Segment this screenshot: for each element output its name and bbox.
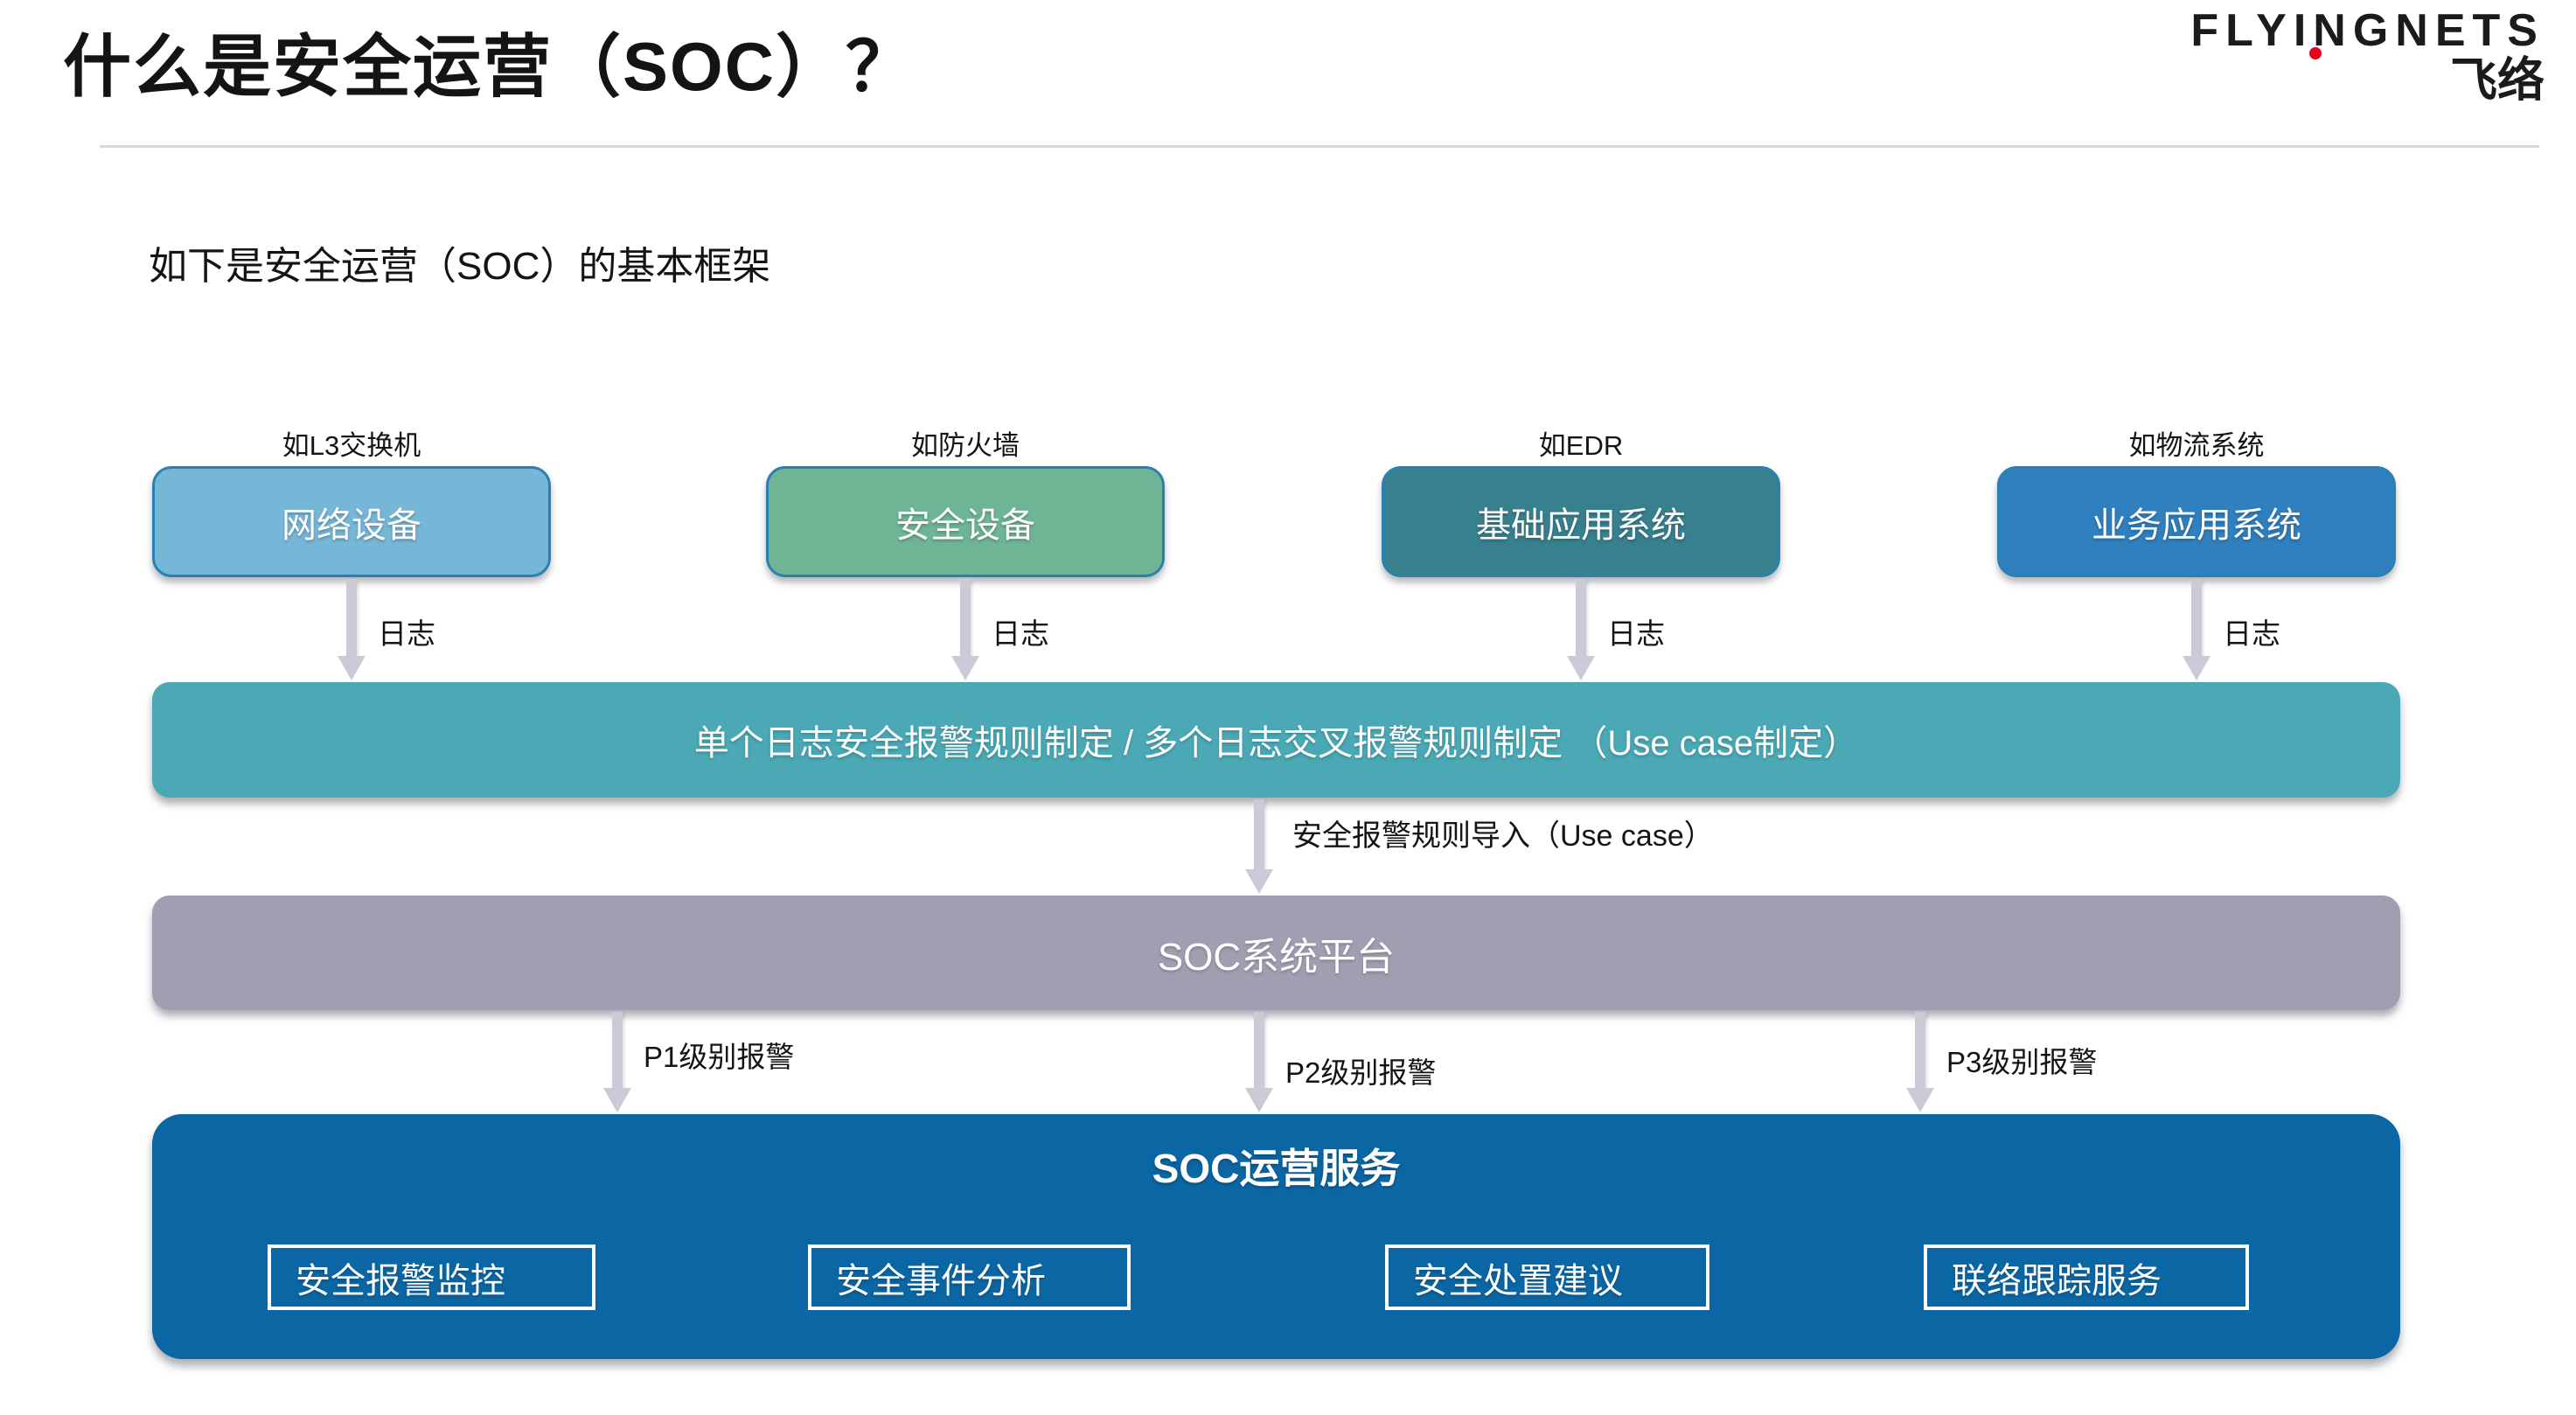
source-caption-network: 如L3交换机 bbox=[282, 430, 421, 461]
service-box-incident-analysis: 安全事件分析 bbox=[808, 1244, 1131, 1310]
logo-wordmark: FLYINGNETS bbox=[2190, 5, 2545, 56]
source-caption-business: 如物流系统 bbox=[2128, 430, 2265, 461]
logo-cjk: 飞络 bbox=[2450, 53, 2545, 107]
logo-red-dot-icon bbox=[2309, 47, 2322, 59]
page-title: 什么是安全运营（SOC）？ bbox=[63, 28, 916, 105]
log-arrow-label: 日志 bbox=[992, 617, 1049, 650]
alert-arrow-label-p1: P1级别报警 bbox=[644, 1041, 795, 1073]
source-box-business: 业务应用系统 bbox=[1997, 466, 2396, 577]
log-arrow-label: 日志 bbox=[1607, 617, 1665, 650]
service-box-alert-monitoring: 安全报警监控 bbox=[268, 1244, 595, 1310]
soc-services-title: SOC运营服务 bbox=[1152, 1146, 1401, 1191]
source-box-security: 安全设备 bbox=[766, 466, 1165, 577]
source-caption-basic: 如EDR bbox=[1538, 430, 1624, 461]
slide-subtitle: 如下是安全运营（SOC）的基本框架 bbox=[149, 245, 771, 288]
down-arrow-icon bbox=[1245, 799, 1273, 894]
down-arrow-icon bbox=[603, 1012, 631, 1112]
import-arrow-label: 安全报警规则导入（Use case） bbox=[1292, 819, 1714, 853]
title-divider bbox=[100, 145, 2539, 148]
alert-arrow-label-p3: P3级别报警 bbox=[1946, 1046, 2098, 1078]
service-box-handling-advice: 安全处置建议 bbox=[1385, 1244, 1709, 1310]
down-arrow-icon bbox=[1567, 579, 1595, 680]
rules-bar: 单个日志安全报警规则制定 / 多个日志交叉报警规则制定 （Use case制定） bbox=[152, 682, 2400, 798]
log-arrow-label: 日志 bbox=[378, 617, 435, 650]
down-arrow-icon bbox=[951, 579, 979, 680]
source-caption-security: 如防火墙 bbox=[911, 430, 1020, 461]
down-arrow-icon bbox=[338, 579, 366, 680]
down-arrow-icon bbox=[1906, 1012, 1934, 1112]
service-box-liaison-tracking: 联络跟踪服务 bbox=[1924, 1244, 2249, 1310]
soc-platform-bar: SOC系统平台 bbox=[152, 896, 2400, 1010]
log-arrow-label: 日志 bbox=[2223, 617, 2280, 650]
alert-arrow-label-p2: P2级别报警 bbox=[1285, 1056, 1437, 1089]
source-box-basic: 基础应用系统 bbox=[1382, 466, 1780, 577]
soc-services-block: SOC运营服务 安全报警监控 安全事件分析 安全处置建议 联络跟踪服务 bbox=[152, 1114, 2400, 1359]
flyingnets-logo: FLYINGNETS 飞络 bbox=[2190, 7, 2545, 104]
source-box-network: 网络设备 bbox=[152, 466, 551, 577]
down-arrow-icon bbox=[2183, 579, 2210, 680]
down-arrow-icon bbox=[1245, 1012, 1273, 1112]
